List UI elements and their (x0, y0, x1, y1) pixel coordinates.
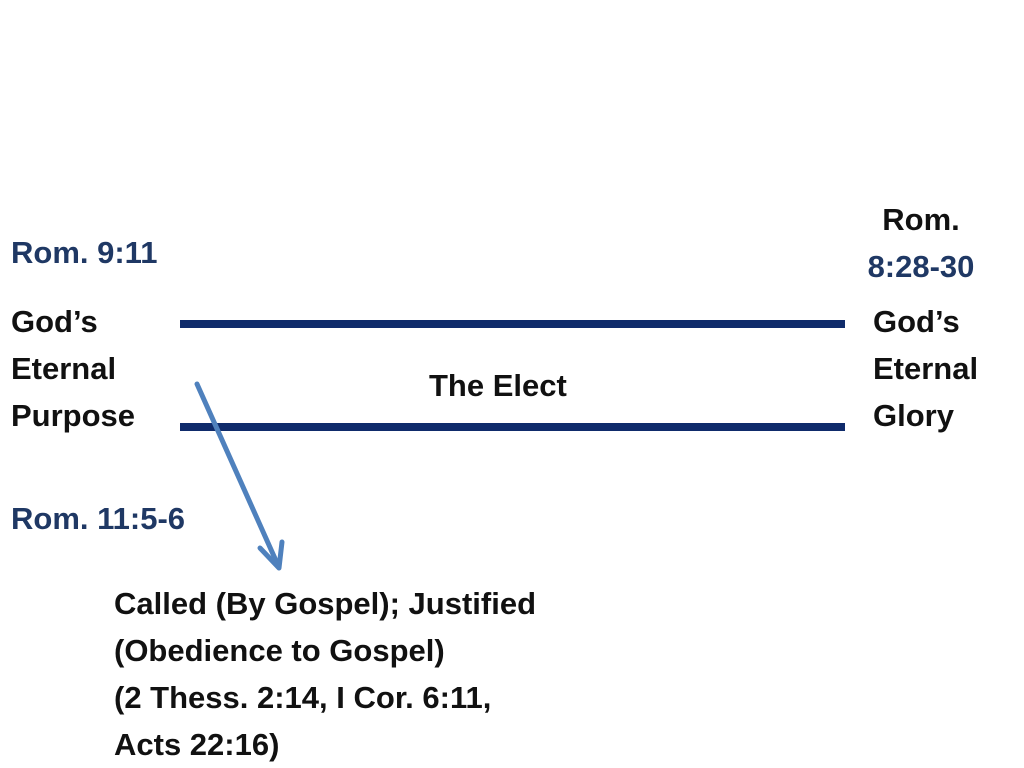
left-label-line: God’s (11, 304, 98, 339)
left-label: God’s Eternal Purpose (11, 298, 135, 439)
reference-rom-11-5-6: Rom. 11:5-6 (11, 501, 186, 536)
center-label: The Elect (429, 368, 567, 403)
reference-right-line1: Rom. (882, 202, 960, 237)
left-label-line: Purpose (11, 398, 136, 433)
bottom-text-line: Acts 22:16) (114, 727, 280, 762)
bottom-text-line: Called (By Gospel); Justified (114, 586, 537, 621)
reference-right-line2: 8:28-30 (867, 249, 975, 284)
bottom-text-line: (2 Thess. 2:14, I Cor. 6:11, (114, 680, 492, 715)
arrow-shaft (194, 381, 280, 566)
bottom-text-line: (Obedience to Gospel) (114, 633, 445, 668)
right-label: God’s Eternal Glory (873, 298, 978, 439)
right-label-line: Eternal (873, 351, 979, 386)
right-label-line: God’s (873, 304, 960, 339)
left-label-line: Eternal (11, 351, 117, 386)
reference-rom-9-11: Rom. 9:11 (11, 235, 158, 270)
arrow-head (257, 539, 285, 571)
reference-rom-8-28-30: Rom. 8:28-30 (852, 196, 990, 290)
arrow (194, 381, 285, 571)
right-label-line: Glory (873, 398, 954, 433)
bottom-text: Called (By Gospel); Justified (Obedience… (114, 580, 536, 768)
